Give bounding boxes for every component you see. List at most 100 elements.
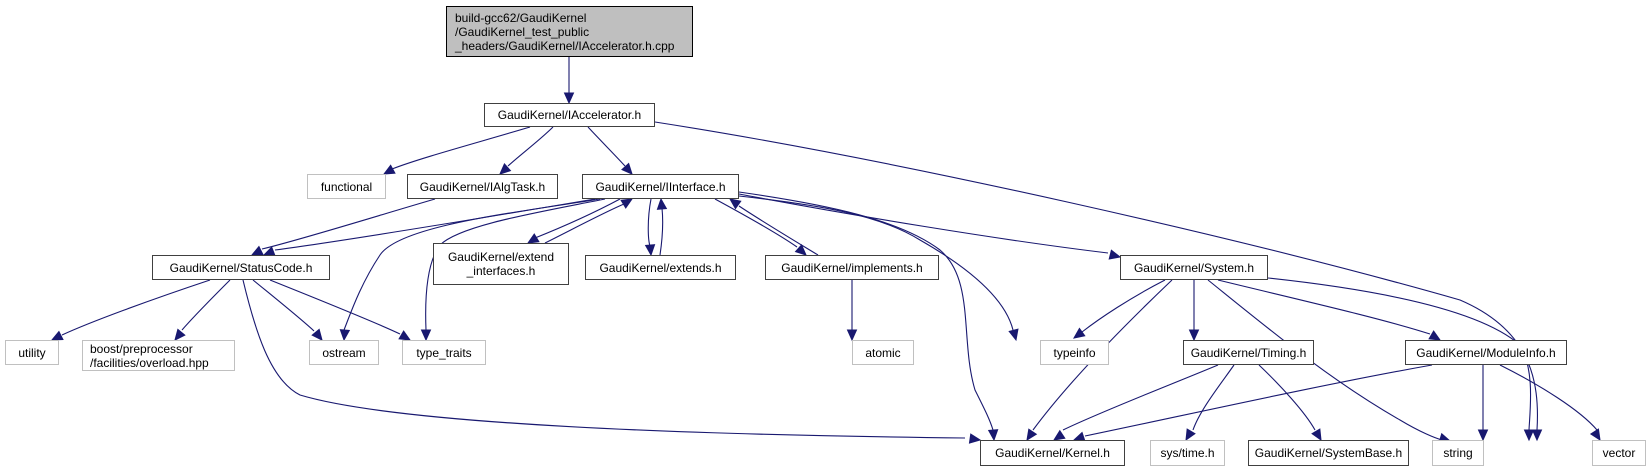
arrowhead-icon: [382, 164, 396, 175]
node-statuscode[interactable]: GaudiKernel/StatusCode.h: [152, 255, 330, 280]
edge-line: [425, 198, 606, 331]
node-ostream: ostream: [309, 340, 379, 365]
edge-implements-to-iinterface: [729, 198, 819, 256]
edge-iinterface-to-extend-interfaces: [526, 198, 621, 244]
edge-iaccelerator-to-functional: [382, 126, 531, 175]
edge-iinterface-to-extends: [644, 198, 656, 257]
edge-line: [738, 191, 994, 431]
node-iinterface[interactable]: GaudiKernel/IInterface.h: [582, 174, 739, 199]
arrowhead-icon: [50, 330, 64, 341]
arrowhead-icon: [1531, 429, 1543, 442]
edge-line: [1499, 364, 1598, 431]
arrowhead-icon: [987, 429, 999, 442]
edge-extends-to-iinterface: [656, 197, 668, 256]
arrowhead-icon: [846, 329, 858, 342]
node-kernel[interactable]: GaudiKernel/Kernel.h: [980, 440, 1125, 466]
edge-iinterface-to-ostream: [339, 198, 601, 342]
edge-system-to-typeinfo: [1073, 279, 1166, 339]
edge-line: [1081, 279, 1166, 333]
edge-moduleinfo-to-string: [1477, 365, 1489, 442]
arrowhead-icon: [1428, 330, 1442, 341]
edge-line: [1267, 277, 1532, 431]
node-boost-overload: boost/preprocessor /facilities/overload.…: [82, 340, 235, 371]
node-type-traits: type_traits: [402, 340, 486, 365]
node-extend-interfaces[interactable]: GaudiKernel/extend _interfaces.h: [433, 243, 569, 285]
edge-line: [714, 198, 798, 248]
arrowhead-icon: [1073, 327, 1086, 339]
arrowhead-icon: [1008, 328, 1019, 342]
arrowhead-icon: [620, 198, 634, 209]
node-functional: functional: [307, 174, 386, 199]
node-implements[interactable]: GaudiKernel/implements.h: [765, 255, 939, 280]
node-vector: vector: [1592, 440, 1646, 466]
edge-iinterface-to-typeinfo: [738, 195, 1019, 342]
node-utility: utility: [5, 340, 59, 365]
edge-line: [507, 126, 554, 167]
edge-iinterface-to-implements: [714, 198, 807, 256]
edge-moduleinfo-to-vector: [1499, 364, 1601, 442]
edge-line: [1207, 279, 1443, 441]
edge-line: [61, 279, 211, 336]
edge-iinterface-to-kernel: [738, 191, 999, 442]
arrowhead-icon: [1188, 329, 1200, 342]
edge-line: [1192, 364, 1235, 431]
arrowhead-icon: [420, 329, 432, 342]
arrowhead-icon: [621, 162, 633, 175]
node-string: string: [1432, 440, 1484, 466]
edge-statuscode-to-utility: [50, 279, 211, 341]
node-ialgtask[interactable]: GaudiKernel/IAlgTask.h: [407, 174, 558, 199]
node-system[interactable]: GaudiKernel/System.h: [1120, 255, 1268, 280]
edge-line: [738, 193, 1109, 254]
arrowhead-icon: [1108, 249, 1122, 260]
edge-system-to-vector: [1267, 277, 1535, 442]
node-atomic: atomic: [852, 340, 914, 365]
arrowhead-icon: [794, 244, 807, 256]
arrowhead-icon: [311, 328, 323, 341]
node-moduleinfo[interactable]: GaudiKernel/ModuleInfo.h: [1405, 340, 1567, 365]
edge-line: [242, 279, 966, 439]
edge-line: [181, 279, 231, 331]
edge-line: [1258, 364, 1316, 431]
arrowhead-icon: [1311, 428, 1322, 442]
edge-line: [1062, 364, 1219, 431]
edge-line: [738, 195, 1014, 331]
node-extends[interactable]: GaudiKernel/extends.h: [585, 255, 736, 280]
node-systembase[interactable]: GaudiKernel/SystemBase.h: [1248, 440, 1409, 466]
edge-line: [738, 205, 819, 256]
edge-line: [343, 198, 601, 331]
edge-statuscode-to-type-traits: [269, 279, 412, 341]
node-iaccelerator[interactable]: GaudiKernel/IAccelerator.h: [484, 103, 655, 127]
arrowhead-icon: [1052, 429, 1066, 441]
edge-line: [252, 279, 315, 332]
edge-timing-to-systembase: [1258, 364, 1322, 442]
arrowhead-icon: [656, 197, 668, 210]
edge-line: [659, 207, 664, 256]
edge-iinterface-to-system: [738, 193, 1122, 260]
arrowhead-icon: [1477, 429, 1489, 442]
node-timing[interactable]: GaudiKernel/Timing.h: [1183, 340, 1314, 365]
edge-line: [544, 203, 625, 244]
edge-line: [534, 198, 621, 239]
arrowhead-icon: [339, 329, 351, 342]
edge-line: [647, 198, 652, 247]
edge-line: [269, 279, 401, 335]
edge-line: [587, 126, 626, 167]
edge-ialgtask-to-statuscode: [250, 198, 436, 256]
edge-iaccelerator-to-vector: [654, 121, 1543, 442]
edge-line: [1084, 364, 1433, 437]
arrowhead-icon: [499, 163, 512, 175]
node-typeinfo: typeinfo: [1040, 340, 1109, 365]
arrowhead-icon: [1523, 429, 1535, 442]
arrowhead-icon: [526, 233, 540, 244]
arrowhead-icon: [1185, 428, 1196, 442]
arrowhead-icon: [174, 328, 186, 341]
edge-iaccelerator-to-ialgtask: [499, 126, 554, 175]
edge-statuscode-to-ostream: [252, 279, 323, 341]
arrowhead-icon: [398, 330, 412, 341]
edge-timing-to-kernel: [1052, 364, 1219, 441]
edge-statuscode-to-boost-overload: [174, 279, 231, 341]
arrowhead-icon: [250, 245, 264, 256]
arrowhead-icon: [563, 92, 575, 105]
arrowhead-icon: [644, 244, 656, 257]
